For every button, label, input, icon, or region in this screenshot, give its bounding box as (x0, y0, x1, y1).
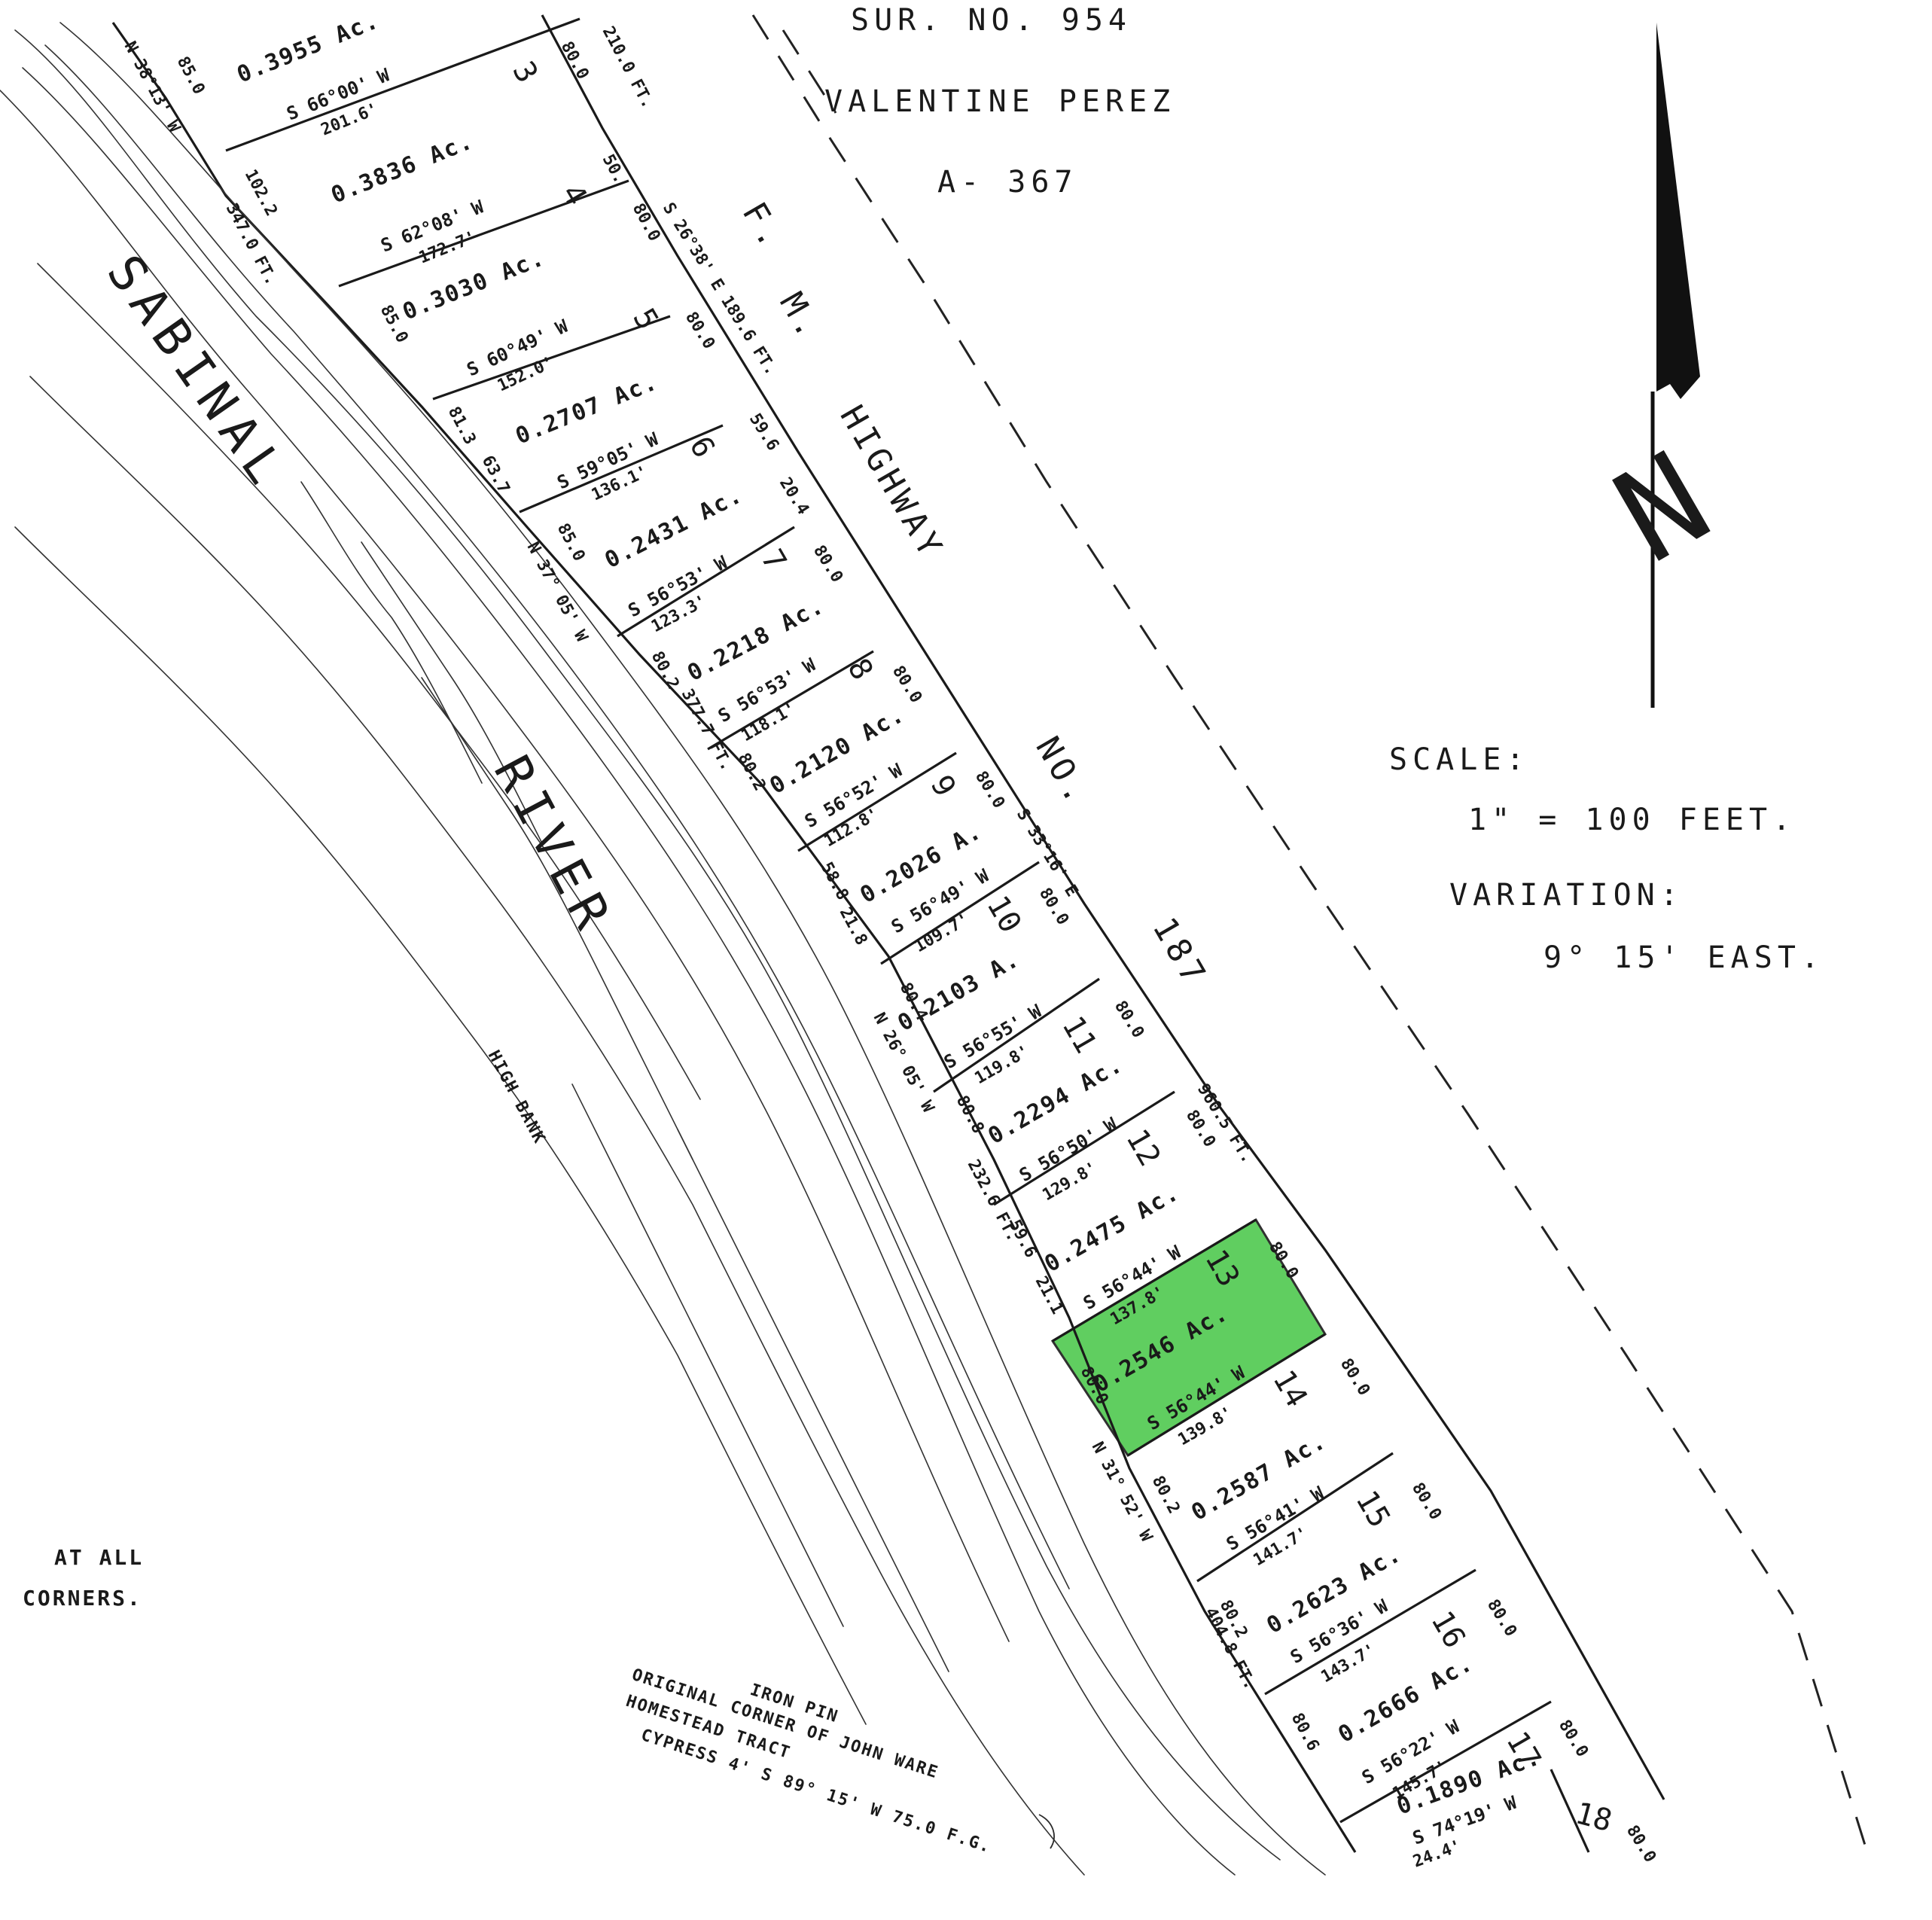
corners-note-line1: AT ALL (54, 1545, 144, 1570)
frontage-label: 80.0 (1336, 1355, 1373, 1399)
rear-label: 85.0 (553, 520, 589, 565)
lot-number: 16 (1424, 1605, 1472, 1654)
rear-label: 102.2 (241, 166, 281, 219)
rear-label: 80.2 (734, 750, 769, 794)
river-word-river: RIVER (483, 746, 625, 946)
rear-label: N 31° 52' W (1088, 1439, 1156, 1545)
highway-word-highway: HIGHWAY (832, 399, 951, 566)
scale-value: 1" = 100 FEET. (1468, 803, 1796, 837)
frontage-label: 80.0 (1408, 1480, 1445, 1523)
frontage-label: S 33°16' E (1013, 806, 1081, 901)
lot-acreage: 0.2587 Ac. (1187, 1428, 1331, 1526)
rear-label: 21.1 (1032, 1273, 1067, 1318)
survey-number: SUR. NO. 954 (851, 3, 1132, 38)
high-bank-label: HIGH BANK (484, 1047, 549, 1147)
rear-label: 80.2 (648, 648, 683, 693)
frontage-label: 80.0 (557, 38, 593, 83)
lot-lines (225, 17, 1590, 1853)
frontage-label: 20.4 (776, 474, 812, 518)
lot-acreage: 0.2431 Ac. (601, 482, 748, 574)
highway-word-no: NO. (1028, 730, 1098, 813)
lot-number: 6 (682, 431, 721, 464)
frontage-label: 80.0 (1111, 998, 1147, 1041)
rear-label: 63.7 (478, 453, 513, 497)
rear-label: 80.2 (1148, 1473, 1184, 1517)
variation-value: 9° 15' EAST. (1543, 940, 1824, 975)
rear-label: 80.6 (1287, 1710, 1323, 1754)
frontage-label: 80.0 (1623, 1822, 1659, 1866)
highway-word-fm2: M. (772, 286, 830, 348)
highway-row-line (541, 14, 1665, 1800)
river-contours (0, 22, 1326, 1876)
lot-acreage: 0.3836 Ac. (328, 128, 477, 209)
frontage-label: 80.0 (1483, 1596, 1520, 1640)
rear-label: 58.8 (817, 859, 852, 904)
highway-word-187: 187 (1144, 911, 1214, 994)
lot-number: 9 (923, 770, 962, 803)
lot-acreages: 0.3955 Ac. 0.3836 Ac. 0.3030 Ac. 0.2707 … (233, 8, 1544, 1821)
iron-pin-leader (1038, 1814, 1055, 1849)
lot-number: 8 (840, 653, 879, 686)
lot-number: 11 (1055, 1010, 1103, 1059)
river-label: SABINAL RIVER HIGH BANK (96, 245, 625, 1147)
lot-number: 12 (1119, 1123, 1167, 1172)
highway-word-fm1: F. (734, 196, 792, 258)
rear-label: 377.7 FT. (678, 686, 736, 774)
abstract-number: A- 367 (937, 165, 1078, 200)
frontage-label: 80.0 (888, 663, 925, 706)
iron-pin-note: IRON PIN ORIGINAL CORNER OF JOHN WARE HO… (623, 1666, 1055, 1858)
cypress-label: CYPRESS 4' S 89° 15' W 75.0 F.G. (638, 1726, 994, 1858)
frontage-labels: 210.0 FT. 80.0 50. 80.0 S 26°38' E 189.6… (557, 23, 1659, 1866)
grantee-name: VALENTINE PEREZ (824, 84, 1175, 119)
variation-label: VARIATION: (1449, 878, 1684, 913)
rear-label: 85.0 (173, 53, 209, 98)
north-letter: N (1592, 424, 1734, 592)
frontage-label: 80.0 (809, 542, 846, 586)
lot-number: 10 (980, 890, 1028, 939)
lot-number: 18 (1571, 1796, 1615, 1839)
lot-number: 14 (1266, 1364, 1314, 1413)
frontage-label: 210.0 FT. (599, 23, 657, 111)
north-arrow: N (1592, 23, 1734, 708)
highway-center-marks (782, 29, 837, 114)
corners-note-line2: CORNERS. (23, 1586, 142, 1611)
rear-label: 81.3 (444, 404, 480, 448)
frontage-label: 80.0 (1555, 1717, 1592, 1760)
rear-label: 80.8 (952, 1093, 988, 1137)
scale-label: SCALE: (1389, 742, 1530, 777)
highway-far-edge (751, 14, 1869, 1853)
north-arrow-icon (1656, 23, 1700, 399)
lot-number: 3 (505, 56, 544, 89)
lot-number: 15 (1348, 1485, 1397, 1534)
